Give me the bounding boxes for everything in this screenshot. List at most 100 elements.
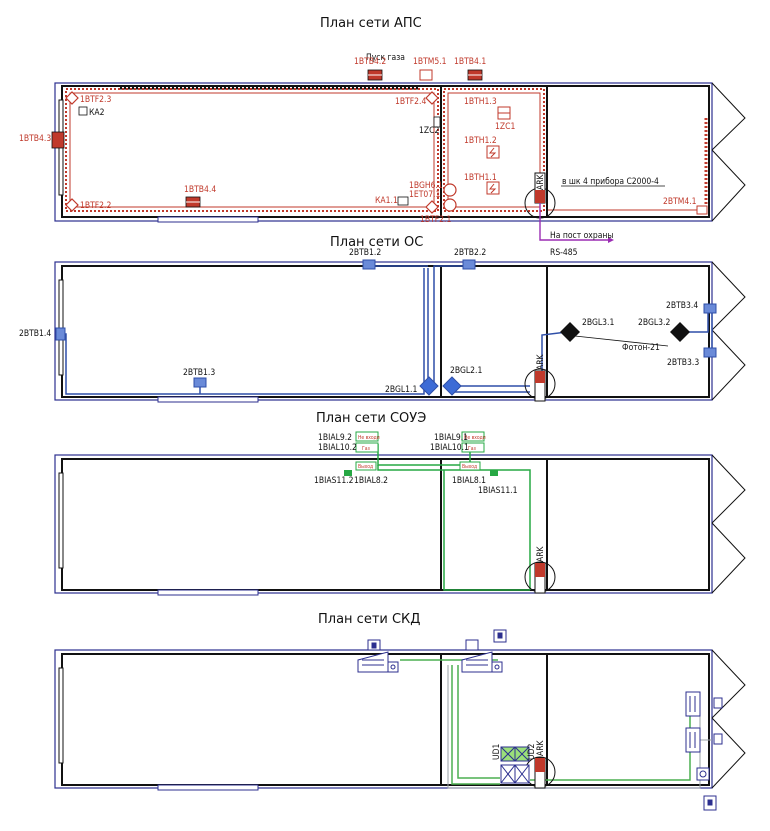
aps-post-arrow-icon <box>608 237 614 243</box>
bial101-label: 1BIAL10.1 <box>430 443 469 453</box>
bias111-label: 1BIAS11.1 <box>478 486 518 496</box>
btb43-icon <box>51 131 65 149</box>
skd-door-left <box>58 667 64 764</box>
ka11-label: КА1.1 <box>375 196 398 206</box>
bgl11-icon <box>419 376 439 396</box>
btb33-label: 2BTB3.3 <box>667 358 699 368</box>
turnstile-4-icon <box>685 727 701 753</box>
pusk-label: Пуск газа <box>366 53 405 63</box>
bth11-icon <box>486 181 500 195</box>
soue-window <box>157 589 259 596</box>
bias111-icon <box>490 470 498 476</box>
btb34-icon <box>703 303 717 314</box>
zc1-label: 1ZC1 <box>495 122 515 132</box>
aps-post-line <box>539 203 608 241</box>
bgl11-label: 2BGL1.1 <box>385 385 417 395</box>
skd-controllers: UD1 UD2 <box>492 744 537 784</box>
btf21-icon <box>425 200 439 214</box>
bial101-sign <box>461 442 485 453</box>
bias112-icon <box>344 470 352 476</box>
os-walls <box>61 265 710 398</box>
aps-outer-frame <box>54 82 713 222</box>
et071-label: 1ET07.1 <box>409 190 441 200</box>
bgl31-icon <box>560 322 580 342</box>
ka11-icon <box>397 196 409 206</box>
aps-devices <box>51 69 708 215</box>
btb13-icon <box>193 377 207 388</box>
btb22-icon <box>462 259 476 270</box>
soue-ark-fill <box>535 563 545 577</box>
zc2-icon <box>433 116 441 128</box>
bial82-sign <box>355 461 377 471</box>
btb22-label: 2BTB2.2 <box>454 248 486 258</box>
skd-plan: План сети СКД ARK <box>54 612 746 811</box>
bth13-label: 1BTH1.3 <box>464 97 497 107</box>
btb33-icon <box>703 347 717 358</box>
bial92-label: 1BIAL9.2 <box>318 433 352 443</box>
reader-4-icon <box>713 697 723 709</box>
et071-icon <box>443 198 457 212</box>
ud1-label: UD1 <box>492 744 502 760</box>
zc2-label: 1ZC2 <box>419 126 439 136</box>
os-outer-frame <box>54 261 713 401</box>
soue-plan: План сети СОУЭ ARK Не входи Газ Не входи <box>54 411 746 596</box>
aps-plan: План сети АПС ARK На пост охраны RS-485 <box>19 16 746 258</box>
reader-3-icon <box>465 639 479 651</box>
skd-ark-label: ARK <box>536 739 546 756</box>
skd-plan-title: План сети СКД <box>318 612 420 627</box>
os-plan: План сети ОС ARK <box>19 235 746 403</box>
skd-grey-cables <box>447 665 712 789</box>
btb12-icon <box>362 259 376 270</box>
ka2-icon <box>78 106 88 116</box>
btf23-icon <box>65 91 79 105</box>
os-window <box>157 396 259 403</box>
bgl21-label: 2BGL2.1 <box>450 366 482 376</box>
bial101-sign-text: Газ <box>468 446 477 452</box>
bial82-label: 1BIAL8.2 <box>354 476 388 486</box>
btf24-icon <box>425 91 439 105</box>
btb14-label: 2BTB1.4 <box>19 329 51 339</box>
skd-devices <box>357 629 723 811</box>
btm51-label: 1BTM5.1 <box>413 57 447 67</box>
btb44-label: 1BTB4.4 <box>184 185 216 195</box>
btf22-icon <box>65 198 79 212</box>
btf21-label: 1BTF2.1 <box>420 215 451 225</box>
aps-rs485-label: RS-485 <box>550 248 578 258</box>
aps-end-shape <box>711 82 746 222</box>
os-ark-fill <box>535 371 545 383</box>
bial102-label: 1BIAL10.2 <box>318 443 357 453</box>
btm41-icon <box>696 205 708 215</box>
bial92-sign-text: Не входи <box>358 435 380 441</box>
soue-outer-frame <box>54 454 713 594</box>
aps-ark-label: ARK <box>536 173 546 190</box>
bgl31-label: 2BGL3.1 <box>582 318 614 328</box>
bgl21-icon <box>442 376 462 396</box>
skd-walls <box>61 653 710 786</box>
bial92-sign <box>355 431 379 442</box>
bial82-sign-text: Выход <box>358 464 373 470</box>
aps-plan-title: План сети АПС <box>320 16 422 31</box>
soue-cables <box>377 444 531 591</box>
aps-cable-loops <box>65 88 708 212</box>
btb41-label: 1BTB4.1 <box>454 57 486 67</box>
btm51-icon <box>419 69 433 81</box>
bth11-label: 1BTH1.1 <box>464 173 497 183</box>
soue-door-left <box>58 472 64 569</box>
ud2-label: UD2 <box>527 744 537 760</box>
bial81-label: 1BIAL8.1 <box>452 476 486 486</box>
aps-window <box>157 216 259 223</box>
bgl32-label: 2BGL3.2 <box>638 318 670 328</box>
aps-ark-fill <box>535 190 545 203</box>
btb42-label: 1BTB4.2 <box>354 57 386 67</box>
bial91-label: 1BIAL9.1 <box>434 433 468 443</box>
soue-ark-label: ARK <box>536 545 546 562</box>
reader-5-icon <box>713 733 723 745</box>
btf24-label: 1BTF2.4 <box>395 97 426 107</box>
os-ark-label: ARK <box>536 353 546 370</box>
os-end-shape <box>711 261 746 401</box>
bias112-label: 1BIAS11.2 <box>314 476 354 486</box>
bial102-sign-text: Газ <box>362 446 371 452</box>
soue-plan-title: План сети СОУЭ <box>316 411 426 426</box>
btm41-label: 2BTM4.1 <box>663 197 697 207</box>
